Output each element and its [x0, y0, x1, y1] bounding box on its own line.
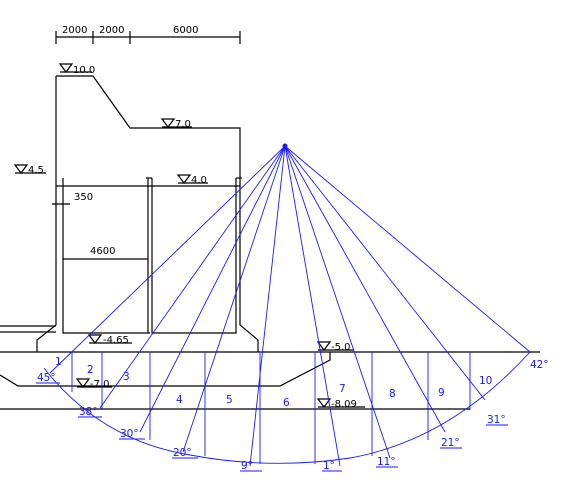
elevation-triangle-icon: [75, 378, 91, 388]
radius-lines: [49, 145, 531, 467]
slip-analysis: 1 2 3 4 5 6 7 8 9 10 45° 38° 30° 20° 9° …: [36, 143, 549, 472]
angle-label: 11°: [377, 456, 396, 468]
angle-label: 20°: [173, 447, 192, 459]
dim-4600: 4600: [90, 246, 115, 257]
angle-label: 1°: [323, 460, 335, 472]
angle-label: 42°: [530, 359, 549, 371]
elevation-marks: 10.0 7.0 4.5 4.0 -4.65 -5.0 -7.0 -8.09: [13, 63, 365, 410]
fill-boundary: [0, 352, 331, 387]
radius-line: [284, 145, 391, 459]
slip-center-point: [282, 143, 288, 149]
slip-arc: [43, 351, 531, 464]
angle-labels: 45° 38° 30° 20° 9° 1° 11° 21° 31° 42°: [36, 359, 549, 472]
slice-label: 10: [479, 375, 492, 387]
dim-6000: 6000: [173, 25, 198, 36]
radius-line: [99, 145, 286, 409]
radius-line: [284, 145, 486, 401]
angle-label: 30°: [120, 428, 139, 440]
slice-label: 9: [438, 387, 445, 399]
elevation-10-0: 10.0: [73, 65, 95, 76]
slice-numbers: 1 2 3 4 5 6 7 8 9 10: [55, 356, 492, 409]
left-wall-outer: [36, 205, 57, 352]
slice-boundaries: [71, 352, 471, 464]
dimension-labels: 2000 2000 6000 350 4600: [62, 25, 198, 257]
slice-label: 5: [226, 394, 233, 406]
dim-2000-a: 2000: [62, 25, 87, 36]
elevation-triangle-icon: [87, 334, 103, 344]
elevation-neg-5-0: -5.0: [331, 342, 351, 353]
elevation-4-0: 4.0: [191, 175, 207, 186]
dim-350: 350: [74, 192, 93, 203]
right-wall-outer: [239, 178, 259, 352]
angle-label: 38°: [79, 406, 98, 418]
angle-label: 31°: [487, 414, 506, 426]
elevation-neg-4-65: -4.65: [103, 335, 129, 346]
elevation-7-0: 7.0: [175, 119, 191, 130]
radius-line: [139, 145, 286, 433]
elevation-triangle-icon: [316, 398, 332, 408]
slice-label: 7: [339, 383, 346, 395]
elevation-triangle-icon: [58, 63, 74, 73]
elevation-triangle-icon: [160, 118, 176, 128]
structure: [0, 31, 540, 410]
radius-line: [182, 145, 286, 453]
elevation-4-5: 4.5: [28, 165, 44, 176]
slice-label: 6: [283, 397, 290, 409]
radius-line: [284, 145, 446, 433]
slice-label: 2: [87, 364, 94, 376]
elevation-neg-8-09: -8.09: [331, 399, 357, 410]
slice-label: 1: [55, 356, 62, 368]
slice-label: 3: [123, 371, 130, 383]
radius-line: [249, 145, 286, 467]
angle-label: 21°: [441, 437, 460, 449]
elevation-neg-7-0: -7.0: [90, 379, 110, 390]
radius-line: [284, 145, 341, 467]
elevation-triangle-icon: [176, 174, 192, 184]
elevation-triangle-icon: [13, 164, 29, 174]
angle-label: 45°: [37, 372, 56, 384]
left-chamber-inner: [62, 178, 150, 334]
slice-label: 4: [176, 394, 183, 406]
elevation-triangle-icon: [316, 341, 332, 351]
radius-line: [49, 145, 286, 374]
roof-outline: [56, 75, 241, 178]
right-chamber: [151, 178, 237, 334]
dim-2000-b: 2000: [99, 25, 124, 36]
angle-label: 9°: [241, 460, 253, 472]
radius-line: [284, 145, 531, 353]
slice-label: 8: [389, 388, 396, 400]
